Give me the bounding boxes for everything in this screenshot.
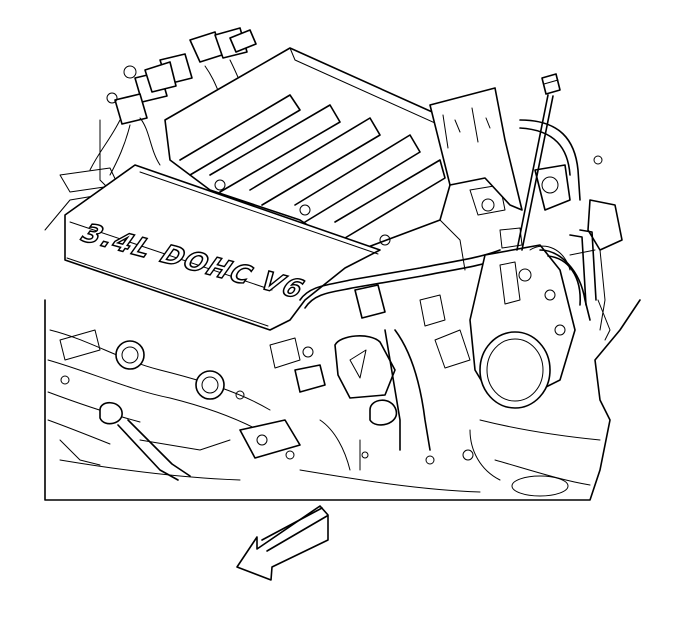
left-components xyxy=(59,329,245,481)
center-components xyxy=(239,249,503,471)
right-components xyxy=(469,119,623,341)
throttle-body xyxy=(469,244,591,409)
front-direction-arrow-icon xyxy=(236,505,329,581)
callout-bracket xyxy=(429,87,523,211)
engine-block xyxy=(44,299,641,501)
ignition-coils xyxy=(44,27,257,231)
fastener-bolt xyxy=(516,73,561,251)
